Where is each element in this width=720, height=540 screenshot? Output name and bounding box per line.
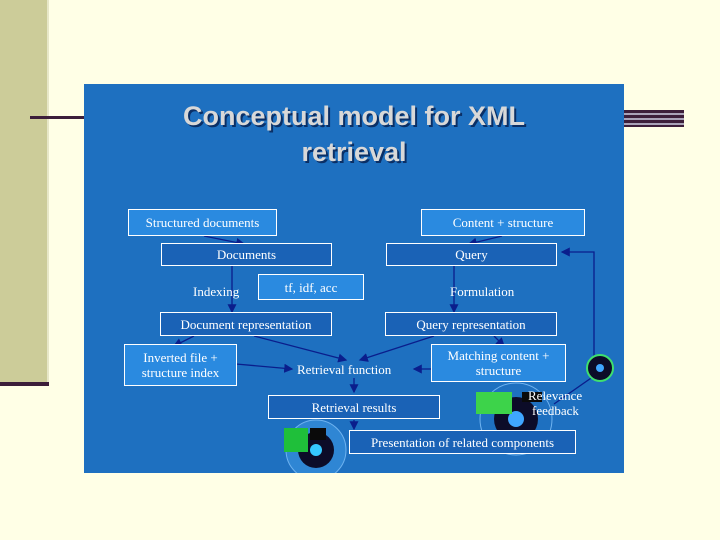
matching-line-1: Matching content +: [448, 348, 550, 363]
box-query-representation: Query representation: [385, 312, 557, 336]
matching-line-2: structure: [476, 363, 521, 378]
box-document-representation: Document representation: [160, 312, 332, 336]
sidebar-band: [0, 0, 47, 385]
relevance-line-1: Relevance: [528, 388, 582, 403]
box-query: Query: [386, 243, 557, 266]
label-relevance: Relevance feedback: [528, 388, 582, 418]
box-matching: Matching content + structure: [431, 344, 566, 382]
label-formulation: Formulation: [450, 284, 514, 299]
box-structured-documents: Structured documents: [128, 209, 277, 236]
cd-graphic-small: [587, 355, 613, 381]
box-retrieval-results: Retrieval results: [268, 395, 440, 419]
rule-left: [30, 116, 86, 119]
rule-right-stripes: [624, 110, 684, 127]
cd-graphic-left: [284, 420, 346, 473]
title-line-1: Conceptual model for XML: [84, 98, 624, 134]
title-line-2: retrieval: [84, 134, 624, 170]
label-retrieval-function: Retrieval function: [297, 362, 391, 377]
sidebar-bottom-bar: [0, 382, 49, 386]
box-documents: Documents: [161, 243, 332, 266]
label-indexing: Indexing: [193, 284, 239, 299]
box-inverted-file: Inverted file + structure index: [124, 344, 237, 386]
relevance-line-2: feedback: [528, 403, 582, 418]
inverted-file-line-2: structure index: [142, 365, 220, 380]
box-presentation: Presentation of related components: [349, 430, 576, 454]
box-content-structure: Content + structure: [421, 209, 585, 236]
sidebar-edge: [47, 0, 49, 385]
slide-title: Conceptual model for XML retrieval: [84, 98, 624, 170]
box-tf-idf-acc: tf, idf, acc: [258, 274, 364, 300]
slide-panel: Conceptual model for XML retrieval Struc…: [84, 84, 624, 473]
inverted-file-line-1: Inverted file +: [143, 350, 217, 365]
